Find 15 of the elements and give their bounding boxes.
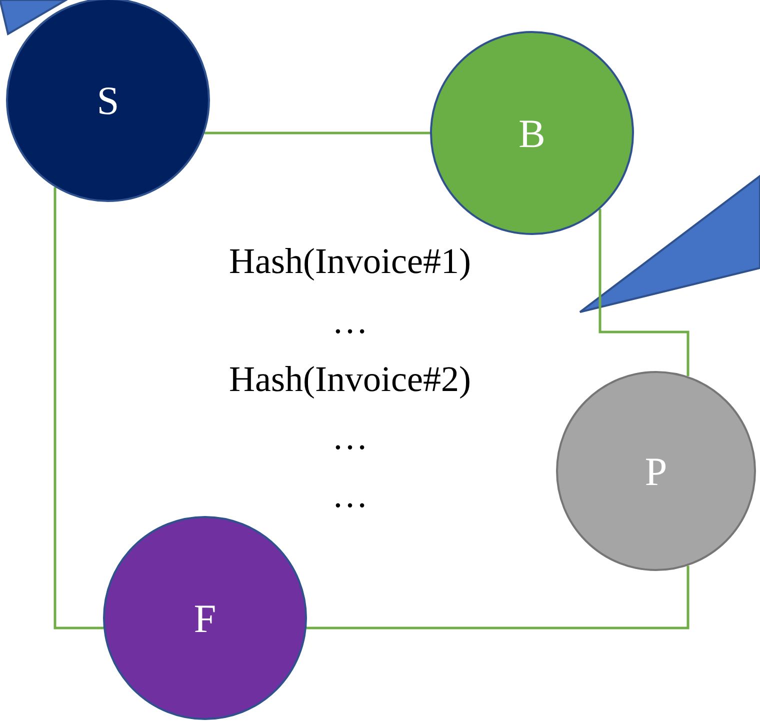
connector-line	[204, 132, 430, 134]
hash-text: …	[332, 416, 368, 458]
hash-text: Hash(Invoice#2)	[229, 358, 471, 400]
connector-line	[306, 566, 690, 630]
hash-text: …	[332, 474, 368, 516]
connector-line	[54, 187, 104, 630]
node-label: P	[644, 448, 668, 494]
node-label: S	[96, 76, 120, 124]
hash-text: …	[332, 300, 368, 342]
callout-tail	[0, 0, 70, 36]
hash-text: Hash(Invoice#1)	[229, 240, 471, 282]
callout-tail	[579, 174, 760, 313]
node-label: F	[194, 594, 216, 642]
node-label: B	[518, 110, 546, 156]
connector-line	[598, 209, 690, 376]
